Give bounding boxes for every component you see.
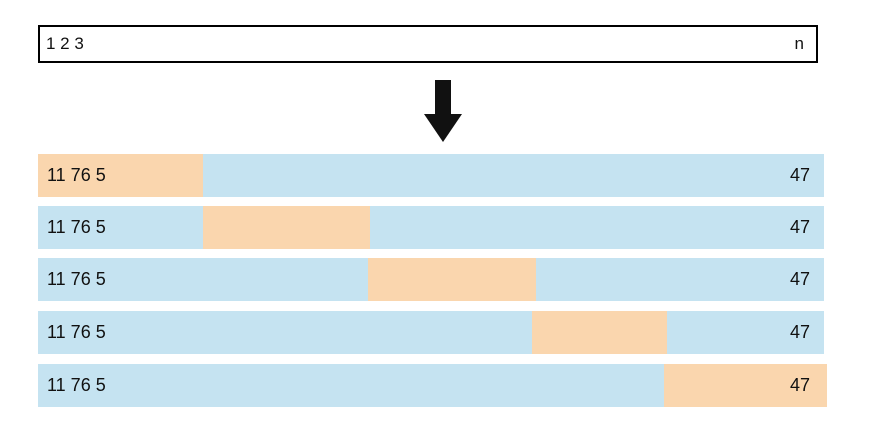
fold-highlight-segment (368, 258, 536, 301)
fold-highlight-segment (664, 364, 827, 407)
fold-row-end-label: 47 (789, 217, 810, 237)
input-end-label: n (794, 34, 804, 53)
fold-highlight-segment (38, 154, 203, 197)
fold-row-end-label: 47 (789, 165, 810, 185)
fold-row-3: 11 76 5 47 (38, 258, 824, 301)
fold-row-start-label: 11 76 5 (47, 217, 106, 237)
fold-highlight-segment (203, 206, 370, 249)
fold-row-1: 11 76 5 47 (38, 154, 824, 197)
fold-highlight-segment (532, 311, 667, 354)
input-start-label: 1 2 3 (46, 34, 84, 53)
down-arrow-icon (424, 80, 462, 142)
fold-row-5: 11 76 5 47 (38, 364, 827, 407)
input-sequence-box: 1 2 3 n (38, 25, 818, 63)
fold-row-end-label: 47 (789, 375, 810, 395)
fold-row-4: 11 76 5 47 (38, 311, 824, 354)
fold-row-end-label: 47 (789, 322, 810, 342)
fold-row-end-label: 47 (789, 269, 810, 289)
fold-row-start-label: 11 76 5 (47, 322, 106, 342)
fold-row-start-label: 11 76 5 (47, 269, 106, 289)
fold-row-start-label: 11 76 5 (47, 165, 106, 185)
fold-row-2: 11 76 5 47 (38, 206, 824, 249)
fold-row-start-label: 11 76 5 (47, 375, 106, 395)
